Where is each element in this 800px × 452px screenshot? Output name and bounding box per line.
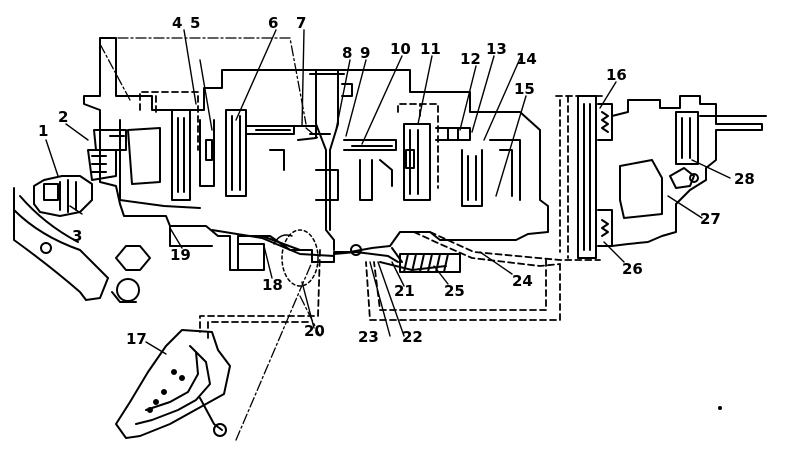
callout-27: 27 xyxy=(700,210,721,228)
secondary-jets xyxy=(403,123,521,207)
choke-housing xyxy=(577,95,767,259)
throttle-linkage xyxy=(211,229,447,271)
float-valve-assembly xyxy=(33,129,127,217)
callout-3: 3 xyxy=(72,227,83,245)
callout-1: 1 xyxy=(38,122,49,140)
callout-22: 22 xyxy=(402,328,423,346)
callout-18: 18 xyxy=(262,276,283,294)
callout-9: 9 xyxy=(360,44,371,62)
callout-17: 17 xyxy=(126,330,147,348)
callout-12: 12 xyxy=(460,50,481,68)
callout-2: 2 xyxy=(58,108,69,126)
callout-21: 21 xyxy=(394,282,415,300)
throttle-bracket xyxy=(13,187,140,303)
callout-11: 11 xyxy=(420,40,441,58)
callout-5: 5 xyxy=(190,14,201,32)
detail-markers xyxy=(115,229,722,410)
callout-4: 4 xyxy=(172,14,183,32)
callout-26: 26 xyxy=(622,260,643,278)
idle-screw xyxy=(399,253,461,273)
callout-14: 14 xyxy=(516,50,537,68)
carburetor-body xyxy=(83,37,549,271)
callout-28: 28 xyxy=(734,170,755,188)
reference-lines xyxy=(99,37,321,441)
callout-16: 16 xyxy=(606,66,627,84)
callout-20: 20 xyxy=(304,322,325,340)
main-venturi xyxy=(293,69,397,251)
leader-lines xyxy=(45,29,731,355)
callout-10: 10 xyxy=(390,40,411,58)
callout-23: 23 xyxy=(358,328,379,346)
callout-8: 8 xyxy=(342,44,353,62)
callout-24: 24 xyxy=(512,272,533,290)
primary-jets xyxy=(171,109,295,201)
callout-6: 6 xyxy=(268,14,279,32)
vacuum-passages xyxy=(139,91,605,339)
callout-13: 13 xyxy=(486,40,507,58)
callout-25: 25 xyxy=(444,282,465,300)
callout-7: 7 xyxy=(296,14,307,32)
callout-19: 19 xyxy=(170,246,191,264)
diaphragm-unit xyxy=(115,329,231,439)
callout-15: 15 xyxy=(514,80,535,98)
